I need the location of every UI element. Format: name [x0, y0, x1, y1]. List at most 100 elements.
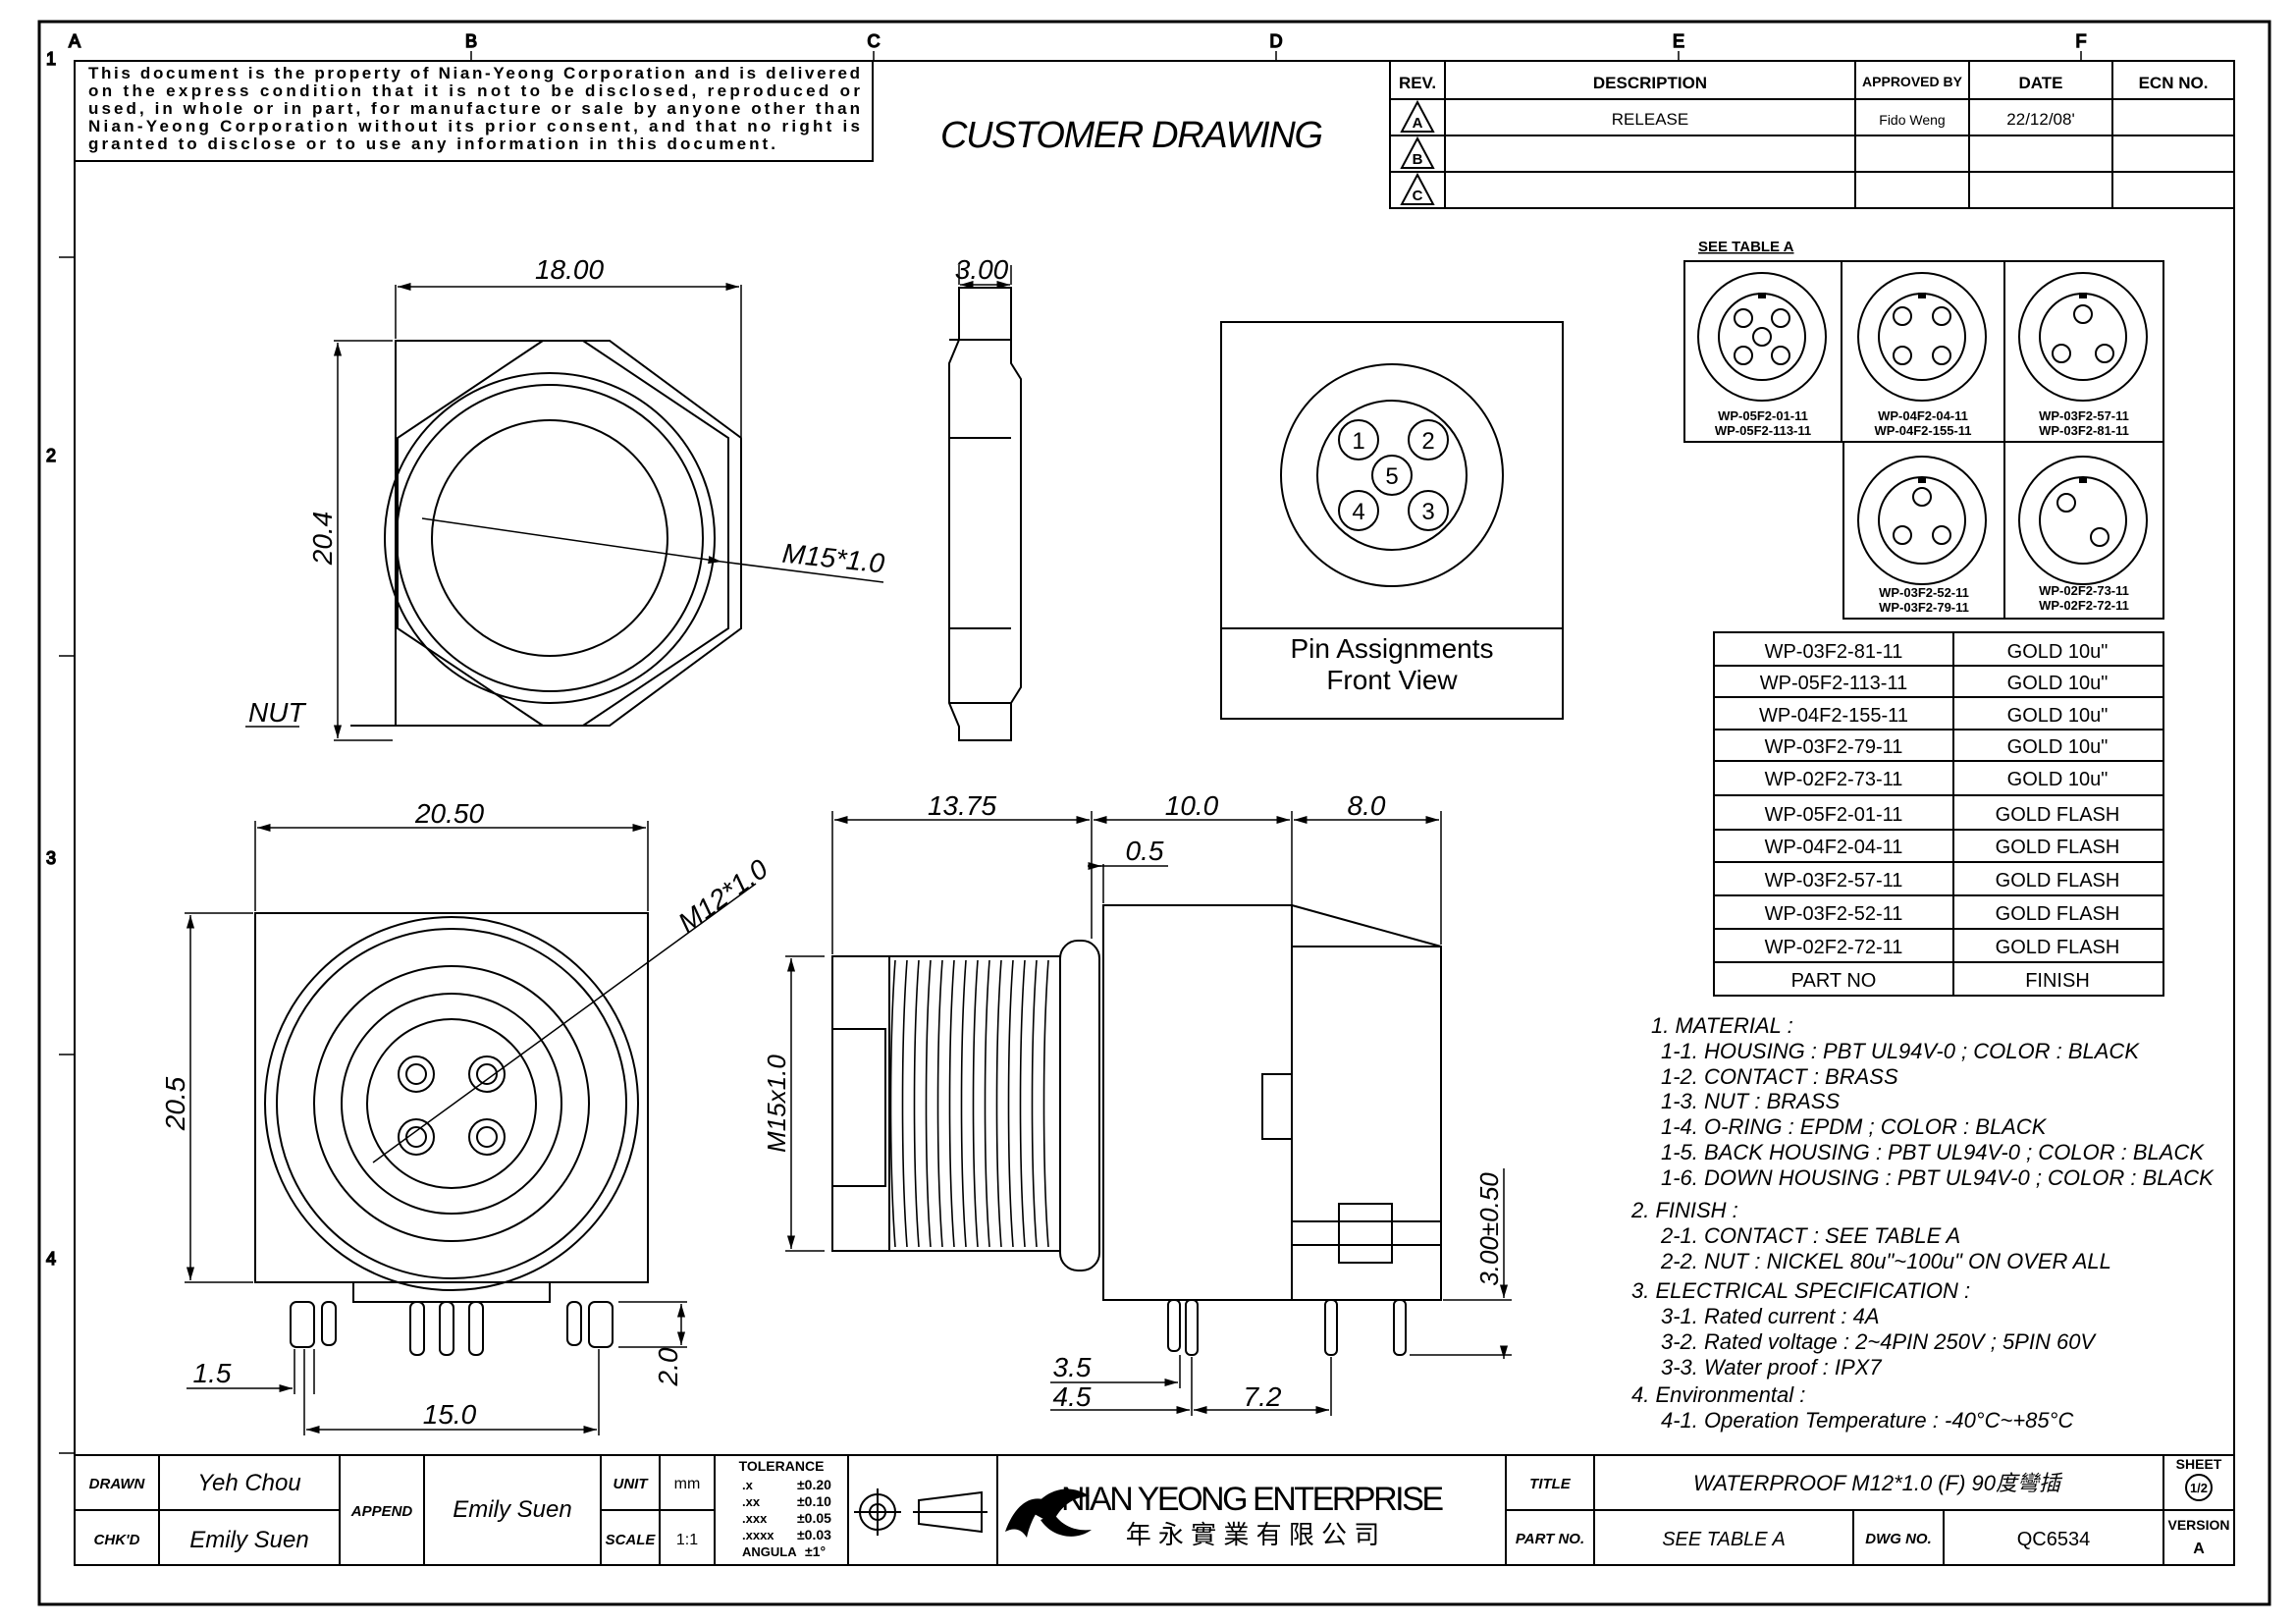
finish-table-finish-header: FINISH	[2025, 970, 2090, 992]
thread-line	[1007, 959, 1014, 1248]
front-view	[254, 912, 649, 1356]
variant-3-line-1: WP-03F2-57-11	[2039, 408, 2129, 423]
finish-row-2-part: WP-05F2-113-11	[1760, 673, 1907, 694]
finish-row-3-finish: GOLD 10u"	[2007, 705, 2109, 727]
side-view-thread-lines	[889, 959, 1049, 1248]
thread-line	[960, 959, 967, 1248]
tolerance-3-value: ±0.05	[797, 1510, 831, 1526]
finish-table-grid	[1713, 631, 2164, 997]
tolerance-1-value: ±0.20	[797, 1477, 831, 1492]
note-2-2: 2-2. NUT : NICKEL 80u"~100u" ON OVER ALL	[1660, 1249, 2111, 1273]
title-block-right: TITLE WATERPROOF M12*1.0 (F) 90度彎插 PART …	[1516, 1456, 2230, 1557]
thread-line	[948, 959, 955, 1248]
nut-label: NUT	[248, 697, 306, 728]
note-1-2: 1-2. CONTACT : BRASS	[1661, 1064, 1898, 1089]
pin-1-label: 1	[1352, 428, 1364, 455]
finish-row-4-finish: GOLD 10u"	[2007, 736, 2109, 758]
notice-line-5: granted to disclose or to use any inform…	[88, 135, 775, 153]
note-1-4: 1-4. O-RING : EPDM ; COLOR : BLACK	[1661, 1114, 2048, 1139]
finish-table: WP-03F2-81-11 GOLD 10u" WP-05F2-113-11 G…	[1759, 641, 2119, 992]
sheet-label: SHEET	[2176, 1456, 2222, 1472]
tolerance-3-key: .xxx	[742, 1511, 768, 1526]
sheet-frame	[37, 20, 2271, 1606]
tolerance-5-key: ANGULA	[742, 1544, 797, 1559]
finish-row-2-finish: GOLD 10u"	[2007, 673, 2109, 694]
nut-top-view	[350, 340, 742, 727]
title-value: WATERPROOF M12*1.0 (F) 90度彎插	[1693, 1471, 2063, 1495]
chkd-label: CHK'D	[94, 1532, 140, 1548]
finish-row-9-part: WP-03F2-52-11	[1765, 903, 1903, 925]
grid-col-c: C	[868, 31, 881, 51]
side-dim-g: 4.5	[1053, 1381, 1092, 1412]
thread-line	[901, 959, 908, 1248]
title-label: TITLE	[1529, 1476, 1572, 1492]
version-value: A	[2193, 1541, 2205, 1557]
finish-row-8-part: WP-03F2-57-11	[1765, 870, 1903, 892]
table-a-title: SEE TABLE A	[1698, 239, 1794, 255]
side-dim-c: 8.0	[1348, 790, 1386, 821]
rev-a-date: 22/12/08'	[2006, 110, 2074, 129]
company-logo-icon	[1005, 1488, 1092, 1538]
note-2-1: 2-1. CONTACT : SEE TABLE A	[1660, 1223, 1960, 1248]
title-block: DRAWN Yeh Chou CHK'D Emily Suen APPEND E…	[89, 1458, 831, 1559]
variant-5-line-2: WP-02F2-72-11	[2039, 598, 2129, 613]
drawn-by: Yeh Chou	[197, 1470, 300, 1496]
nut-side-view	[948, 287, 1022, 741]
append-by: Emily Suen	[453, 1496, 571, 1523]
nut-thickness-dimension	[958, 265, 1012, 290]
rev-c: C	[1413, 188, 1423, 204]
variant-1-line-1: WP-05F2-01-11	[1718, 408, 1808, 423]
notice-line-1: This document is the property of Nian-Ye…	[88, 64, 860, 82]
unit-label: UNIT	[614, 1476, 650, 1492]
sheet-circle-icon	[2185, 1474, 2213, 1501]
thread-line	[984, 959, 990, 1248]
finish-row-6-part: WP-05F2-01-11	[1765, 804, 1903, 826]
dwg-value: QC6534	[2017, 1529, 2091, 1550]
side-view-dimensions	[785, 811, 1512, 1416]
variant-5-line-1: WP-02F2-73-11	[2039, 583, 2129, 598]
note-1-3: 1-3. NUT : BRASS	[1661, 1089, 1840, 1113]
ecn-header: ECN NO.	[2139, 74, 2209, 92]
drawing-heading: CUSTOMER DRAWING	[940, 115, 1323, 156]
proprietary-notice: This document is the property of Nian-Ye…	[74, 60, 874, 162]
sheet-value: 1/2	[2190, 1481, 2208, 1495]
append-label: APPEND	[350, 1503, 413, 1520]
tolerance-4-value: ±0.03	[797, 1527, 831, 1542]
scale-value: 1:1	[676, 1532, 698, 1548]
tolerance-2-key: .xx	[742, 1494, 761, 1509]
finish-row-10-part: WP-02F2-72-11	[1765, 937, 1903, 958]
note-3-1: 3-1. Rated current : 4A	[1661, 1304, 1880, 1328]
approved-header: APPROVED BY	[1862, 74, 1963, 89]
nut-thread-label: M15*1.0	[781, 538, 886, 579]
pin-assignment-box	[1220, 321, 1564, 720]
front-view-dimensions	[185, 821, 757, 1435]
grid-col-d: D	[1270, 31, 1283, 51]
description-header: DESCRIPTION	[1593, 74, 1707, 92]
pin-assignment-subtitle: Front View	[1326, 665, 1458, 695]
notice-line-3: used, in whole or in part, for manufactu…	[88, 99, 860, 118]
chkd-by: Emily Suen	[189, 1527, 308, 1553]
notice-line-4: Nian-Yeong Corporation without its prior…	[88, 117, 860, 135]
note-3-2: 3-2. Rated voltage : 2~4PIN 250V ; 5PIN …	[1661, 1329, 2097, 1354]
front-pin-span-dim: 15.0	[423, 1399, 477, 1430]
rev-header: REV.	[1399, 74, 1436, 92]
grid-col-a: A	[69, 31, 80, 51]
side-dim-e: 3.00±0.50	[1474, 1172, 1504, 1286]
notice-line-2: on the express condition that it is not …	[88, 81, 860, 100]
grid-row-2: 2	[46, 446, 56, 465]
scale-label: SCALE	[606, 1532, 657, 1548]
front-width-dim: 20.50	[414, 798, 484, 829]
pin-4-label: 4	[1352, 499, 1364, 525]
side-dim-h: 7.2	[1244, 1381, 1282, 1412]
finish-row-8-finish: GOLD FLASH	[1996, 870, 2120, 892]
side-dim-d: 0.5	[1126, 836, 1164, 866]
notes: 1. MATERIAL : 1-1. HOUSING : PBT UL94V-0…	[1630, 1013, 2215, 1433]
note-4: 4. Environmental :	[1631, 1382, 1805, 1407]
finish-row-7-finish: GOLD FLASH	[1996, 837, 2120, 858]
thread-line	[1031, 959, 1038, 1248]
grid-col-b: B	[465, 31, 477, 51]
front-thread-label: M12*1.0	[672, 853, 774, 939]
dwg-label: DWG NO.	[1865, 1531, 1932, 1547]
thread-line	[889, 959, 896, 1248]
